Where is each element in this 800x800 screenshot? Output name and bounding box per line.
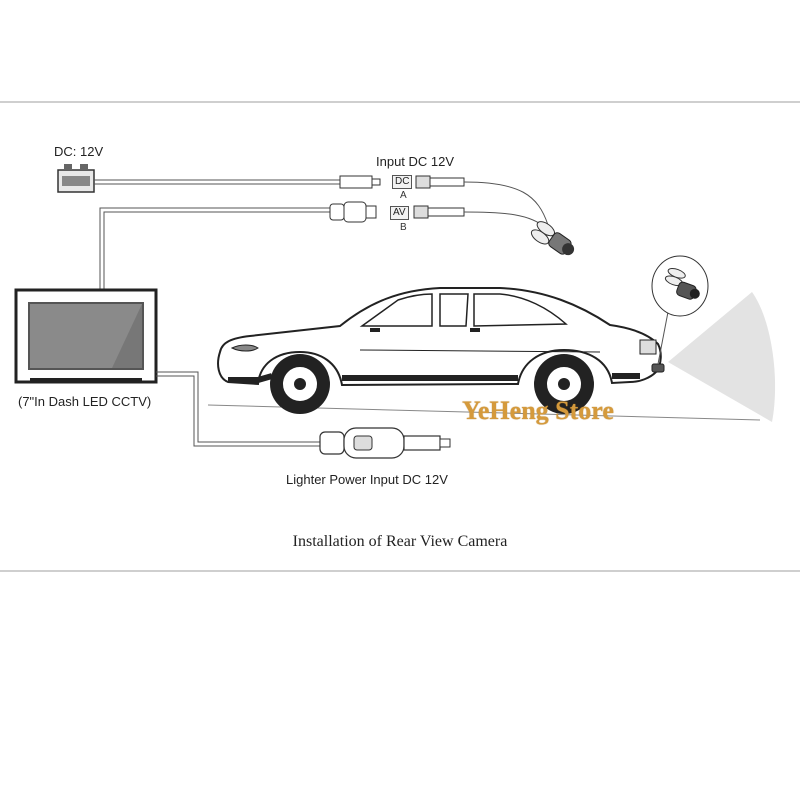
bottom-divider xyxy=(0,570,800,572)
connector-a-label: A xyxy=(400,190,407,201)
battery-icon xyxy=(57,164,95,193)
camera-icon xyxy=(530,221,575,256)
dc-plug xyxy=(339,175,381,189)
lighter-label: Lighter Power Input DC 12V xyxy=(286,472,448,487)
connector-av-label: AV xyxy=(390,206,409,220)
connector-dc-label: DC xyxy=(392,175,413,189)
monitor-icon xyxy=(14,288,158,384)
top-divider xyxy=(0,101,800,103)
diagram-caption: Installation of Rear View Camera xyxy=(292,533,508,550)
av-socket xyxy=(413,205,465,219)
lighter-plug-icon xyxy=(319,427,451,459)
dc-socket xyxy=(415,175,465,189)
store-watermark: YeHeng Store xyxy=(462,396,614,425)
av-plug xyxy=(329,201,377,223)
av-cable xyxy=(99,207,330,290)
dc-source-label: DC: 12V xyxy=(54,144,104,159)
camera-callout xyxy=(651,255,709,317)
connector-b-label: B xyxy=(400,222,407,233)
car-icon xyxy=(217,287,662,414)
input-dc-label: Input DC 12V xyxy=(376,154,455,169)
power-cable xyxy=(94,179,340,185)
camera-light-cone xyxy=(668,292,776,422)
monitor-label: (7"In Dash LED CCTV) xyxy=(18,394,152,409)
lighter-cable xyxy=(156,371,320,447)
rear-camera-mount xyxy=(651,311,669,373)
camera-cable xyxy=(463,181,549,229)
